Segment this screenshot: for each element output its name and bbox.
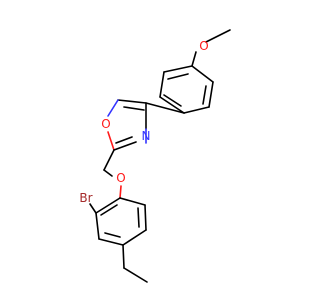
bond-phenyl-bottom-lower-left [159, 96, 185, 114]
bond-layer [89, 29, 231, 283]
ether-oxygen-label: O [116, 171, 125, 185]
bromine-label: Br [79, 191, 92, 205]
molecule-structure: O O N O Br [79, 29, 231, 283]
bond-ring-to-ethyl-ch2 [122, 244, 125, 269]
bond-lower-c1-c2 [95, 197, 121, 214]
bond-phenyl-top-upper-right [191, 65, 214, 83]
bond-phenyl-lower-right-bottom [183, 106, 210, 114]
bond-c3-to-n2-double [123, 106, 145, 111]
ring-oxygen-label: O [101, 117, 110, 131]
bond-lower-c2-c3 [95, 212, 100, 240]
methoxy-oxygen-label: O [199, 39, 208, 53]
bond-lower-c3-c4 [98, 238, 124, 246]
bond-ether-o-to-ring [119, 185, 122, 199]
bond-phenyl-upper-left-top [163, 65, 193, 73]
bond-c3-to-n2 [117, 99, 147, 104]
bond-lower-c4-c5 [122, 229, 147, 246]
bond-phenyl-bottom-lower-left-double [163, 94, 182, 107]
bond-n2-to-ring-o [107, 99, 119, 117]
bond-ethyl-ch2-to-ch3 [123, 267, 148, 283]
bond-ring-to-bromine [89, 203, 97, 214]
bond-lower-c6-c1 [119, 197, 146, 206]
bond-c5-to-ch2 [103, 149, 115, 171]
bond-phenyl-upper-right-lower-right-double [202, 85, 207, 105]
bond-phenyl-lower-left-upper-left [159, 71, 165, 98]
bond-phenyl-to-oxadiazole [145, 102, 185, 114]
bond-phenyl-upper-right-lower-right [208, 81, 214, 108]
bond-lower-c5-c6 [144, 204, 147, 231]
bond-phenyl-upper-left-top-double [167, 73, 189, 80]
bond-c5-to-ring-n [113, 141, 137, 151]
bond-lower-c1-c2-double [100, 204, 118, 216]
bond-lower-c3-c4-double [104, 232, 121, 238]
ring-nitrogen-label: N [142, 129, 151, 143]
bond-c5-to-ring-n-double [115, 136, 133, 144]
atom-label-layer: O O N O Br [79, 39, 208, 205]
bond-ch2-to-ether-o [103, 169, 113, 177]
bond-lower-c5-c6-double [137, 207, 140, 228]
bond-methoxy-o-to-ring [191, 51, 197, 67]
bond-methyl-to-methoxy-o [205, 29, 231, 43]
bond-ring-o-to-c5 [107, 131, 115, 151]
